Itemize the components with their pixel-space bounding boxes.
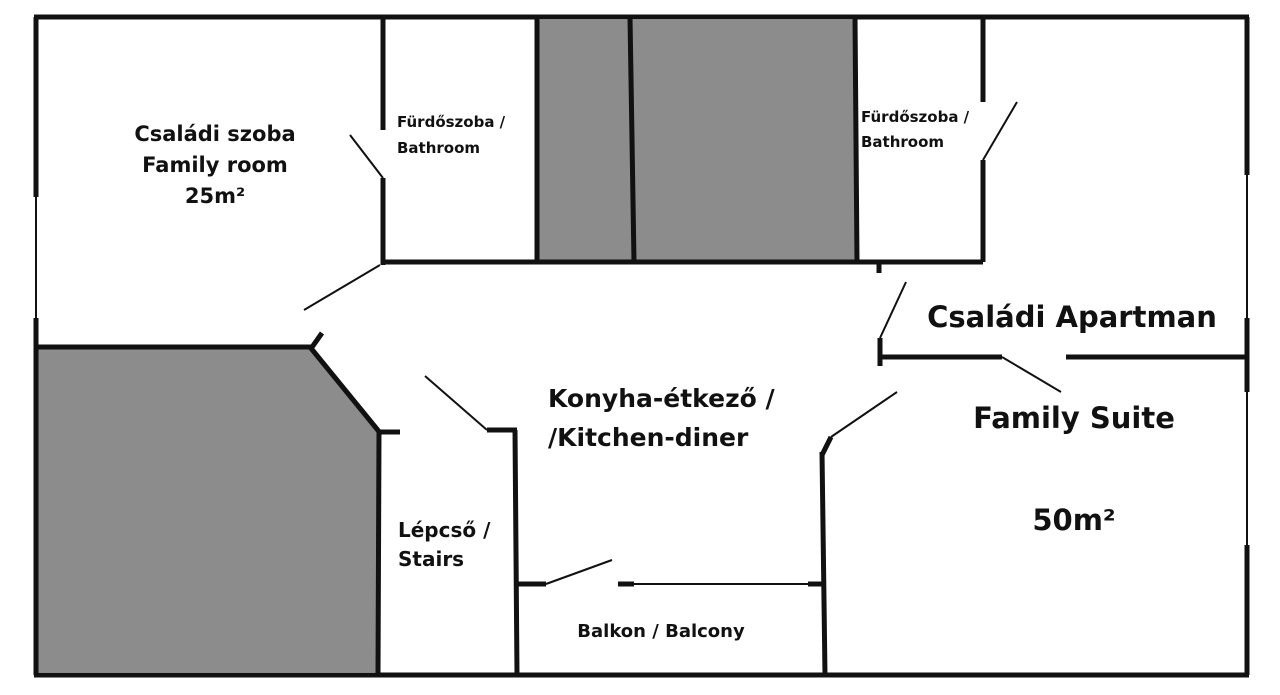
outer-walls: [33, 14, 1250, 678]
label-bathroom-left: Fürdőszoba / Bathroom: [397, 113, 506, 157]
wall-shaft-right: [852, 16, 860, 263]
wall-kitchen-right: [819, 451, 828, 676]
stairwell-void: [36, 347, 379, 672]
label-kitchen: Konyha-étkező / /Kitchen-diner: [548, 384, 775, 452]
bathroom-right-line2: Bathroom: [861, 133, 944, 151]
stairs-line1: Lépcső /: [398, 518, 491, 542]
wall-stairs-left: [375, 431, 382, 676]
wall-void-stub: [307, 331, 325, 352]
label-bathroom-right: Fürdőszoba / Bathroom: [861, 108, 970, 151]
bathroom-left-line1: Fürdőszoba /: [397, 113, 506, 131]
label-family-suite: Családi Apartman Family Suite 50m²: [927, 300, 1217, 537]
wall-stairs-right: [512, 429, 520, 676]
family-room-area: 25m²: [185, 184, 245, 208]
wall-kitchen-right-stub: [819, 435, 834, 457]
shaft-left: [537, 20, 632, 262]
label-stairs: Lépcső / Stairs: [398, 518, 491, 571]
door-bathroom-right: [982, 101, 1018, 161]
wall-void-diagonal: [308, 345, 383, 436]
bathroom-left-line2: Bathroom: [397, 139, 480, 157]
kitchen-line2: /Kitchen-diner: [548, 423, 749, 452]
door-suite-inner: [1001, 356, 1062, 393]
family-room-name-en: Family room: [142, 153, 288, 177]
door-stairs: [424, 375, 488, 431]
door-balcony: [545, 559, 613, 585]
label-balcony: Balkon / Balcony: [577, 621, 745, 642]
family-room-name-hu: Családi szoba: [134, 122, 295, 146]
door-kitchen-suite: [830, 391, 898, 438]
door-bathroom-left: [349, 134, 384, 179]
shaft-right: [632, 20, 855, 262]
family-suite-area: 50m²: [1032, 503, 1115, 537]
label-family-room: Családi szoba Family room 25m²: [134, 122, 295, 208]
family-suite-name-en: Family Suite: [973, 401, 1175, 435]
bathroom-right-line1: Fürdőszoba /: [861, 108, 970, 126]
door-suite-entry: [879, 281, 907, 339]
family-suite-name-hu: Családi Apartman: [927, 300, 1217, 334]
kitchen-line1: Konyha-étkező /: [548, 384, 775, 413]
wall-shaft-middle: [627, 16, 637, 263]
door-family-room: [303, 264, 381, 311]
stairs-line2: Stairs: [398, 547, 464, 571]
